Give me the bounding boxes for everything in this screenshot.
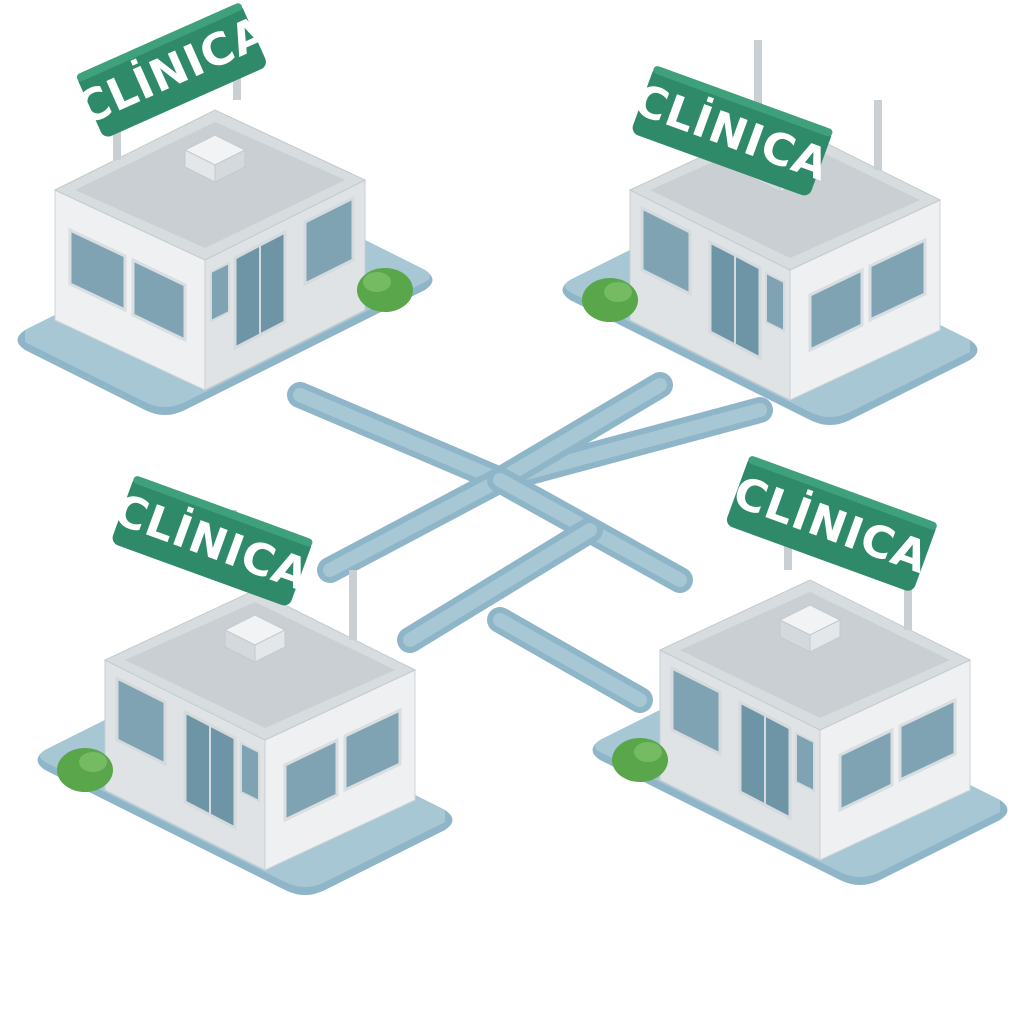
clinic-sign: CLİNICA (68, 3, 275, 137)
clinic-sign-label: CLİNICA (727, 465, 936, 584)
building-icon (561, 38, 979, 427)
clinic-top-right: CLİNICA (561, 38, 979, 427)
clinic-bottom-right: CLİNICA (591, 456, 1009, 887)
clinic-sign: CLİNICA (727, 456, 937, 591)
clinic-top-left: CLİNICA (16, 3, 434, 417)
clinic-sign-label: CLİNICA (107, 482, 316, 601)
clinic-sign: CLİNICA (107, 476, 316, 606)
road-network (287, 372, 773, 713)
